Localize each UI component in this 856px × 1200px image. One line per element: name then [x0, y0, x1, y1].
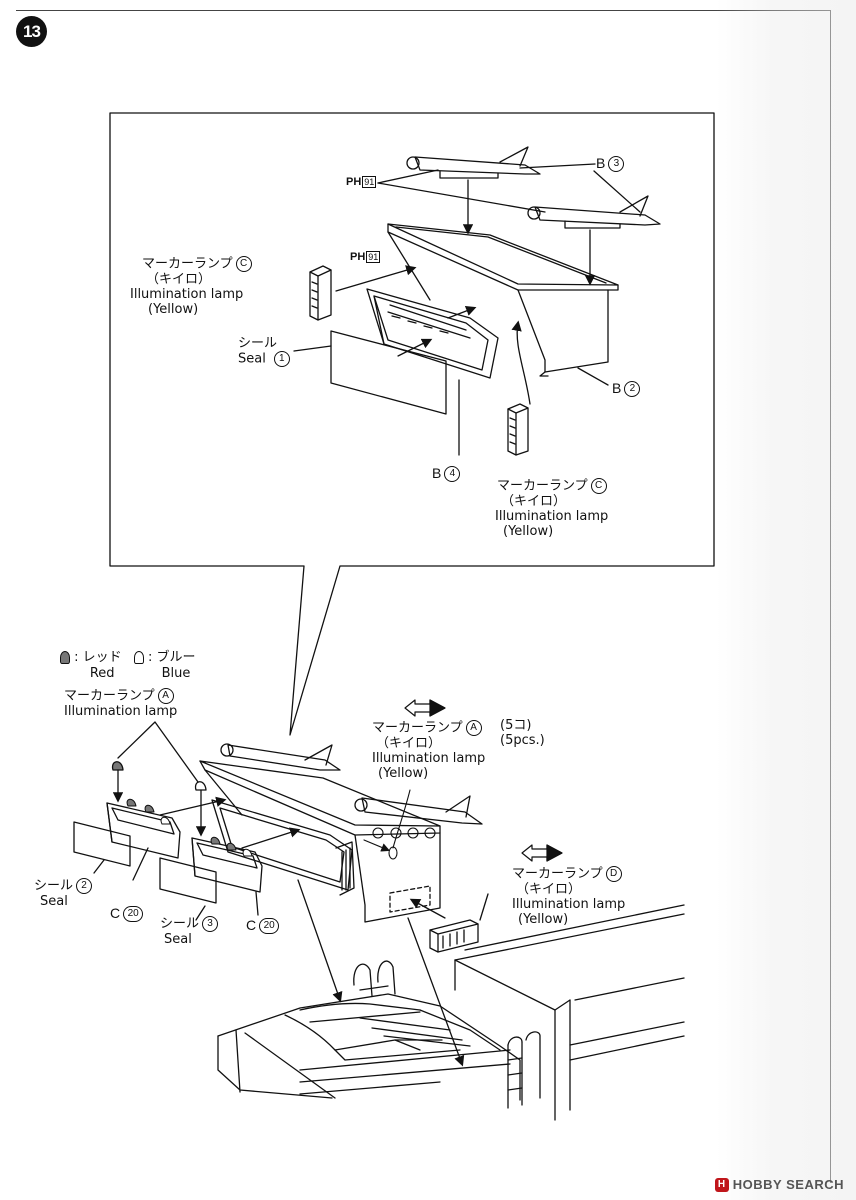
watermark-text: HOBBY SEARCH	[732, 1177, 844, 1192]
marker-c-top-code: C	[235, 256, 252, 272]
seal-2-num: 2	[76, 878, 93, 894]
marker-c-bottom-en2: (Yellow)	[503, 524, 554, 539]
marker-d-jp2: （キイロ）	[516, 882, 582, 897]
seal-2-plate	[73, 821, 131, 867]
marker-a-left-en: Illumination lamp	[64, 704, 178, 719]
marker-lamp-c-bottom	[507, 403, 529, 456]
label-b4-num: 4	[444, 466, 461, 483]
marker-d-en2: (Yellow)	[518, 912, 569, 927]
qty-a-en: (5pcs.)	[500, 733, 545, 748]
label-b3-num: 3	[608, 156, 625, 173]
seal-1-jp: シール	[238, 336, 278, 351]
label-b3-part: B	[596, 155, 606, 171]
blue-lamp-icon	[133, 651, 144, 664]
bezel-lamps	[126, 798, 253, 857]
c20-left-part: C	[110, 905, 121, 921]
marker-a-left-code: A	[157, 688, 174, 704]
marker-a-right-jp: マーカーランプ	[372, 720, 463, 736]
watermark: H HOBBY SEARCH	[714, 1177, 844, 1192]
color-key-red-jp: レッド	[82, 650, 122, 665]
red-lamp-icon	[60, 651, 70, 664]
label-qty-a: (5コ) (5pcs.)	[500, 718, 545, 748]
marker-a-right-en2: (Yellow)	[378, 766, 429, 781]
marker-a-right-jp2: （キイロ）	[376, 736, 442, 751]
marker-c-top-jp2: （キイロ）	[146, 272, 212, 287]
double-arrow-a	[404, 699, 446, 717]
roof-horn-right	[354, 795, 483, 825]
assembled-light-box	[199, 760, 441, 923]
truck-cab	[217, 960, 541, 1109]
seal-3-en: Seal	[164, 932, 192, 947]
marker-c-bottom-jp: マーカーランプ	[497, 478, 588, 494]
horn-lower	[527, 195, 661, 229]
color-key-blue-jp: ブルー	[156, 650, 196, 665]
label-ph-top-num: 91	[362, 176, 377, 188]
bezel-part	[366, 288, 499, 379]
bezel-c20-left	[106, 802, 181, 859]
color-key: : レッド Red : ブルー Blue	[60, 650, 196, 682]
step-number-badge: 13	[16, 16, 47, 47]
roof-horn-left	[220, 743, 341, 771]
label-b2-num: 2	[624, 381, 641, 398]
cargo-bed	[454, 904, 685, 1121]
marker-a-left-jp: マーカーランプ	[64, 688, 155, 704]
seal-2-en: Seal	[40, 894, 68, 909]
marker-lamps-a-row	[363, 789, 436, 860]
marker-lamp-d	[429, 919, 479, 953]
callout-box-outline	[109, 112, 715, 736]
hobby-search-logo-icon: H	[714, 1177, 729, 1192]
c20-left-num: 20	[123, 906, 144, 923]
seal-3-jp: シール	[160, 916, 200, 932]
seal-1-en: Seal	[238, 351, 266, 367]
qty-a-jp: (5コ)	[500, 718, 532, 733]
seal-3-plate	[159, 857, 217, 904]
marker-a-right-en: Illumination lamp	[372, 751, 486, 766]
seal-3-num: 3	[202, 916, 219, 932]
marker-lamp-c-top	[309, 265, 332, 321]
label-ph-mid-text: PH	[350, 251, 366, 263]
seal-1-num: 1	[273, 351, 290, 367]
horn-upper	[406, 146, 541, 179]
seal-2-jp: シール	[34, 878, 74, 894]
color-key-sep-red: :	[74, 650, 79, 665]
marker-d-code: D	[605, 866, 622, 882]
color-key-sep-blue: :	[147, 650, 153, 665]
color-key-blue-en: Blue	[161, 666, 191, 681]
marker-c-top-en: Illumination lamp	[130, 287, 244, 302]
label-ph-mid-num: 91	[366, 251, 381, 263]
label-b2-part: B	[612, 380, 622, 396]
marker-d-jp: マーカーランプ	[512, 866, 603, 882]
marker-c-bottom-code: C	[590, 478, 607, 494]
marker-c-bottom-jp2: （キイロ）	[501, 494, 567, 509]
label-b4-part: B	[432, 465, 442, 481]
marker-c-bottom-en: Illumination lamp	[495, 509, 609, 524]
c20-right-part: C	[246, 917, 257, 933]
color-key-red-en: Red	[89, 666, 115, 681]
seal-1-plate	[330, 330, 447, 415]
label-seal-1: シール Seal 1	[238, 336, 290, 367]
double-arrow-d	[521, 844, 563, 862]
c20-right-num: 20	[259, 918, 280, 935]
marker-c-top-en2: (Yellow)	[148, 302, 199, 317]
marker-a-right-code: A	[465, 720, 482, 736]
marker-d-en: Illumination lamp	[512, 897, 626, 912]
label-ph-top-text: PH	[346, 176, 362, 188]
marker-c-top-jp: マーカーランプ	[142, 256, 233, 272]
